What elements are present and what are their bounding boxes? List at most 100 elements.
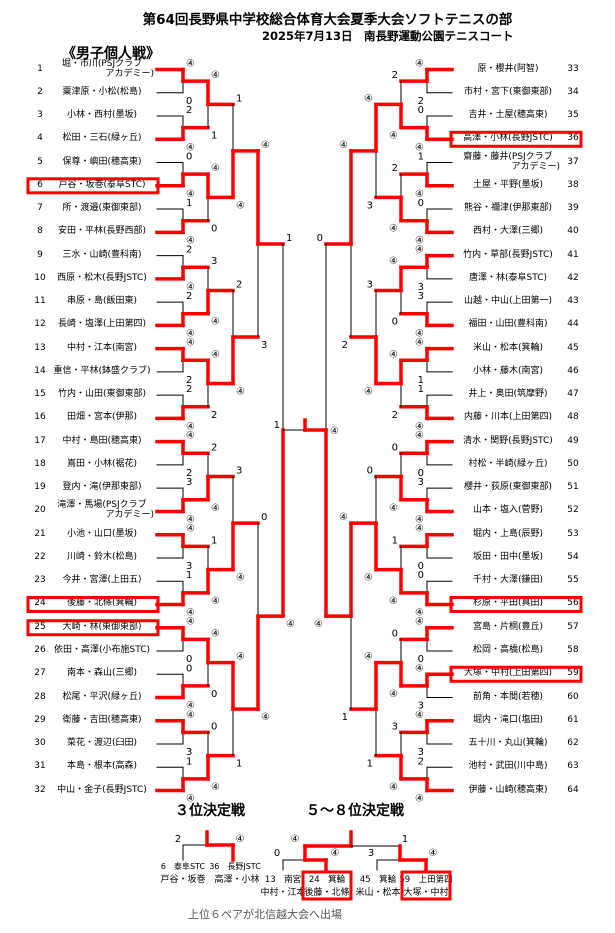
entry-name-line2: アカデミー) (105, 510, 154, 521)
entry-name: 滝澤・馬場(PSJクラブアカデミー) (50, 500, 154, 520)
third-place-entry: 36 長野JSTC (209, 862, 261, 871)
entry-name-line1: 堀・市川(PSJクラブ (61, 58, 143, 69)
match-score: ④ (186, 607, 195, 618)
match-score: 0 (186, 663, 192, 674)
match-score: 0 (418, 468, 424, 479)
match-score: ④ (211, 782, 220, 793)
entry-number: 57 (567, 621, 579, 632)
third-place-score: 2 (175, 834, 181, 845)
entry-number: 27 (34, 668, 46, 679)
entry-name-line1: 滝澤・馬場(PSJクラブ (57, 500, 147, 511)
fifth-eighth-score: ④ (331, 848, 340, 859)
entry-name: 堀・市川(PSJクラブアカデミー) (50, 59, 154, 79)
match-score: 0 (211, 689, 217, 700)
entry-name: 松尾・平沢(緑ヶ丘) (62, 691, 142, 702)
fifth-eighth-score: 1 (402, 834, 408, 845)
match-score: ④ (415, 59, 424, 70)
fifth-eighth-entry: 59 上田第四 (399, 874, 452, 885)
match-score: 0 (186, 96, 192, 107)
entry-name: 中山・金子(長野JSTC) (57, 784, 147, 795)
entry-number: 32 (34, 784, 46, 795)
fifth-eighth-names: 後藤・北條 (304, 886, 349, 898)
match-score: ④ (186, 524, 195, 535)
entry-name-line1: 齋藤・藤井(PSJクラブ (463, 151, 553, 162)
match-score: 3 (186, 561, 192, 572)
entry-name: 南本・森山(三郷) (66, 668, 138, 679)
entry-name-line2: アカデミー) (511, 161, 560, 172)
entry-name: 竹内・草部(長野JSTC) (463, 249, 553, 260)
third-place-score: ④ (236, 834, 245, 845)
entry-name: 重信・平林(鉢盛クラブ) (53, 365, 151, 376)
match-score: 2 (186, 291, 192, 302)
entry-name: 西原・松木(長野JSTC) (57, 272, 147, 283)
match-score: ④ (364, 652, 373, 663)
match-score: ④ (415, 338, 424, 349)
entry-name: 所・渡邉(東御東部) (62, 203, 142, 214)
entry-number: 44 (567, 319, 579, 330)
entry-number: 15 (34, 389, 46, 400)
match-score: ④ (211, 163, 220, 174)
match-score: 1 (211, 535, 217, 546)
entry-number: 33 (567, 63, 579, 74)
entry-name: 福田・山田(豊科南) (468, 319, 548, 330)
entry-number: 11 (34, 296, 46, 307)
entry-number: 64 (567, 784, 579, 795)
match-score: ④ (415, 607, 424, 618)
entry-name: 内藤・川本(上田第四) (463, 412, 553, 423)
fifth-eighth-entry: 24 箕輪 (309, 874, 346, 885)
entry-name: 山越・中山(上田第一) (463, 296, 553, 307)
match-score: ④ (389, 596, 398, 607)
fifth-eighth-entry: 13 南宮 (265, 874, 301, 885)
entry-number: 47 (567, 389, 579, 400)
entry-name: 米山・松本(箕輪) (472, 342, 544, 353)
entry-name: 杉原・平田(真田) (472, 598, 544, 609)
entry-number: 38 (567, 179, 579, 190)
entry-name: 村松・半崎(緑ヶ丘) (468, 458, 548, 469)
match-score: ④ (364, 93, 373, 104)
match-score: 2 (186, 384, 192, 395)
qualifier-highlight-box (449, 595, 583, 613)
final-score-right: ④ (330, 426, 339, 437)
match-score: 0 (418, 105, 424, 116)
match-score: ④ (211, 349, 220, 360)
match-score: ④ (236, 200, 245, 211)
match-score: 1 (418, 384, 424, 395)
entry-number: 60 (567, 691, 579, 702)
match-score: 2 (186, 245, 192, 256)
entry-name: 唐澤・林(泰阜STC) (469, 272, 547, 283)
match-score: ④ (236, 387, 245, 398)
match-score: 2 (186, 105, 192, 116)
entry-name: 坂田・田中(墨坂) (472, 551, 544, 562)
match-score: ④ (211, 596, 220, 607)
entry-number: 30 (34, 738, 46, 749)
match-score: 1 (418, 152, 424, 163)
match-score: 2 (392, 70, 398, 81)
entry-name: 堀内・滝口(塩田) (472, 714, 544, 725)
entry-name: 五十川・丸山(箕輪) (468, 738, 548, 749)
match-score: ④ (339, 512, 348, 523)
entry-number: 40 (567, 226, 579, 237)
entry-number: 25 (34, 621, 46, 632)
match-score: 3 (392, 721, 398, 732)
qualifier-highlight-box (400, 870, 452, 901)
entry-number: 16 (34, 412, 46, 423)
match-score: ④ (415, 663, 424, 674)
match-score: ④ (261, 712, 270, 723)
match-score: 2 (236, 279, 242, 290)
match-score: ④ (389, 782, 398, 793)
match-score: ④ (389, 131, 398, 142)
entry-name: 大崎・林(東御東部) (62, 621, 142, 632)
entry-name: 山本・塩入(菅野) (472, 505, 544, 516)
match-score: ④ (415, 524, 424, 535)
match-score: ④ (186, 701, 195, 712)
entry-number: 41 (567, 249, 579, 260)
match-score: 2 (186, 468, 192, 479)
match-score: 1 (211, 131, 217, 142)
entry-name: 高澤・小林(長野JSTC) (463, 133, 553, 144)
entry-number: 51 (567, 482, 579, 493)
entry-number: 59 (567, 668, 579, 679)
match-score: ④ (186, 282, 195, 293)
match-score: 3 (261, 340, 267, 351)
match-score: 0 (418, 654, 424, 665)
